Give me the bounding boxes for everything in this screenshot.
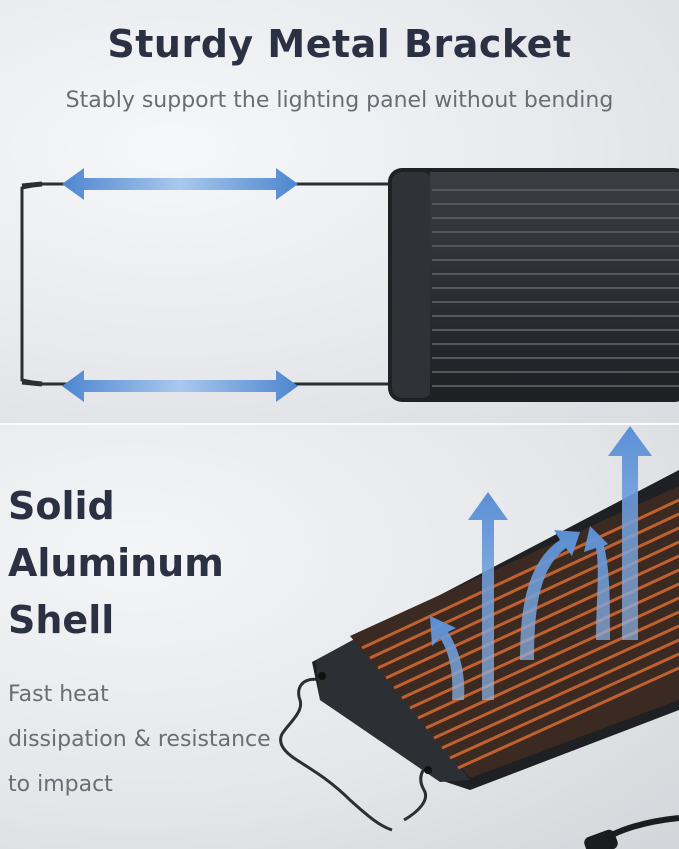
panel-fins [432,189,679,387]
bracket-title: Sturdy Metal Bracket [107,22,572,66]
shell-title-line: Shell [8,598,115,642]
shell-title: Solid Aluminum Shell [8,478,268,649]
heat-arrow-icon [608,426,652,640]
shell-subtitle-line: dissipation & resistance [8,727,271,752]
section-divider [0,423,679,425]
heat-arrow-icon [430,616,465,700]
light-panel [388,168,679,402]
shell-subtitle-line: Fast heat [8,682,109,707]
double-arrow-icon [62,370,298,402]
heat-arrow-icon [584,526,610,640]
double-arrow-icon [62,168,298,200]
shell-subtitle-line: to impact [8,772,113,797]
bracket-subtitle: Stably support the lighting panel withou… [65,88,614,113]
shell-title-line: Solid [8,484,115,528]
shell-subtitle: Fast heat dissipation & resistance to im… [8,672,278,807]
cable-plug [584,829,618,849]
bracket-illustration [20,168,679,402]
heat-arrow-icon [520,530,580,660]
heat-arrow-icon [468,492,508,700]
shell-title-line: Aluminum [8,541,224,585]
